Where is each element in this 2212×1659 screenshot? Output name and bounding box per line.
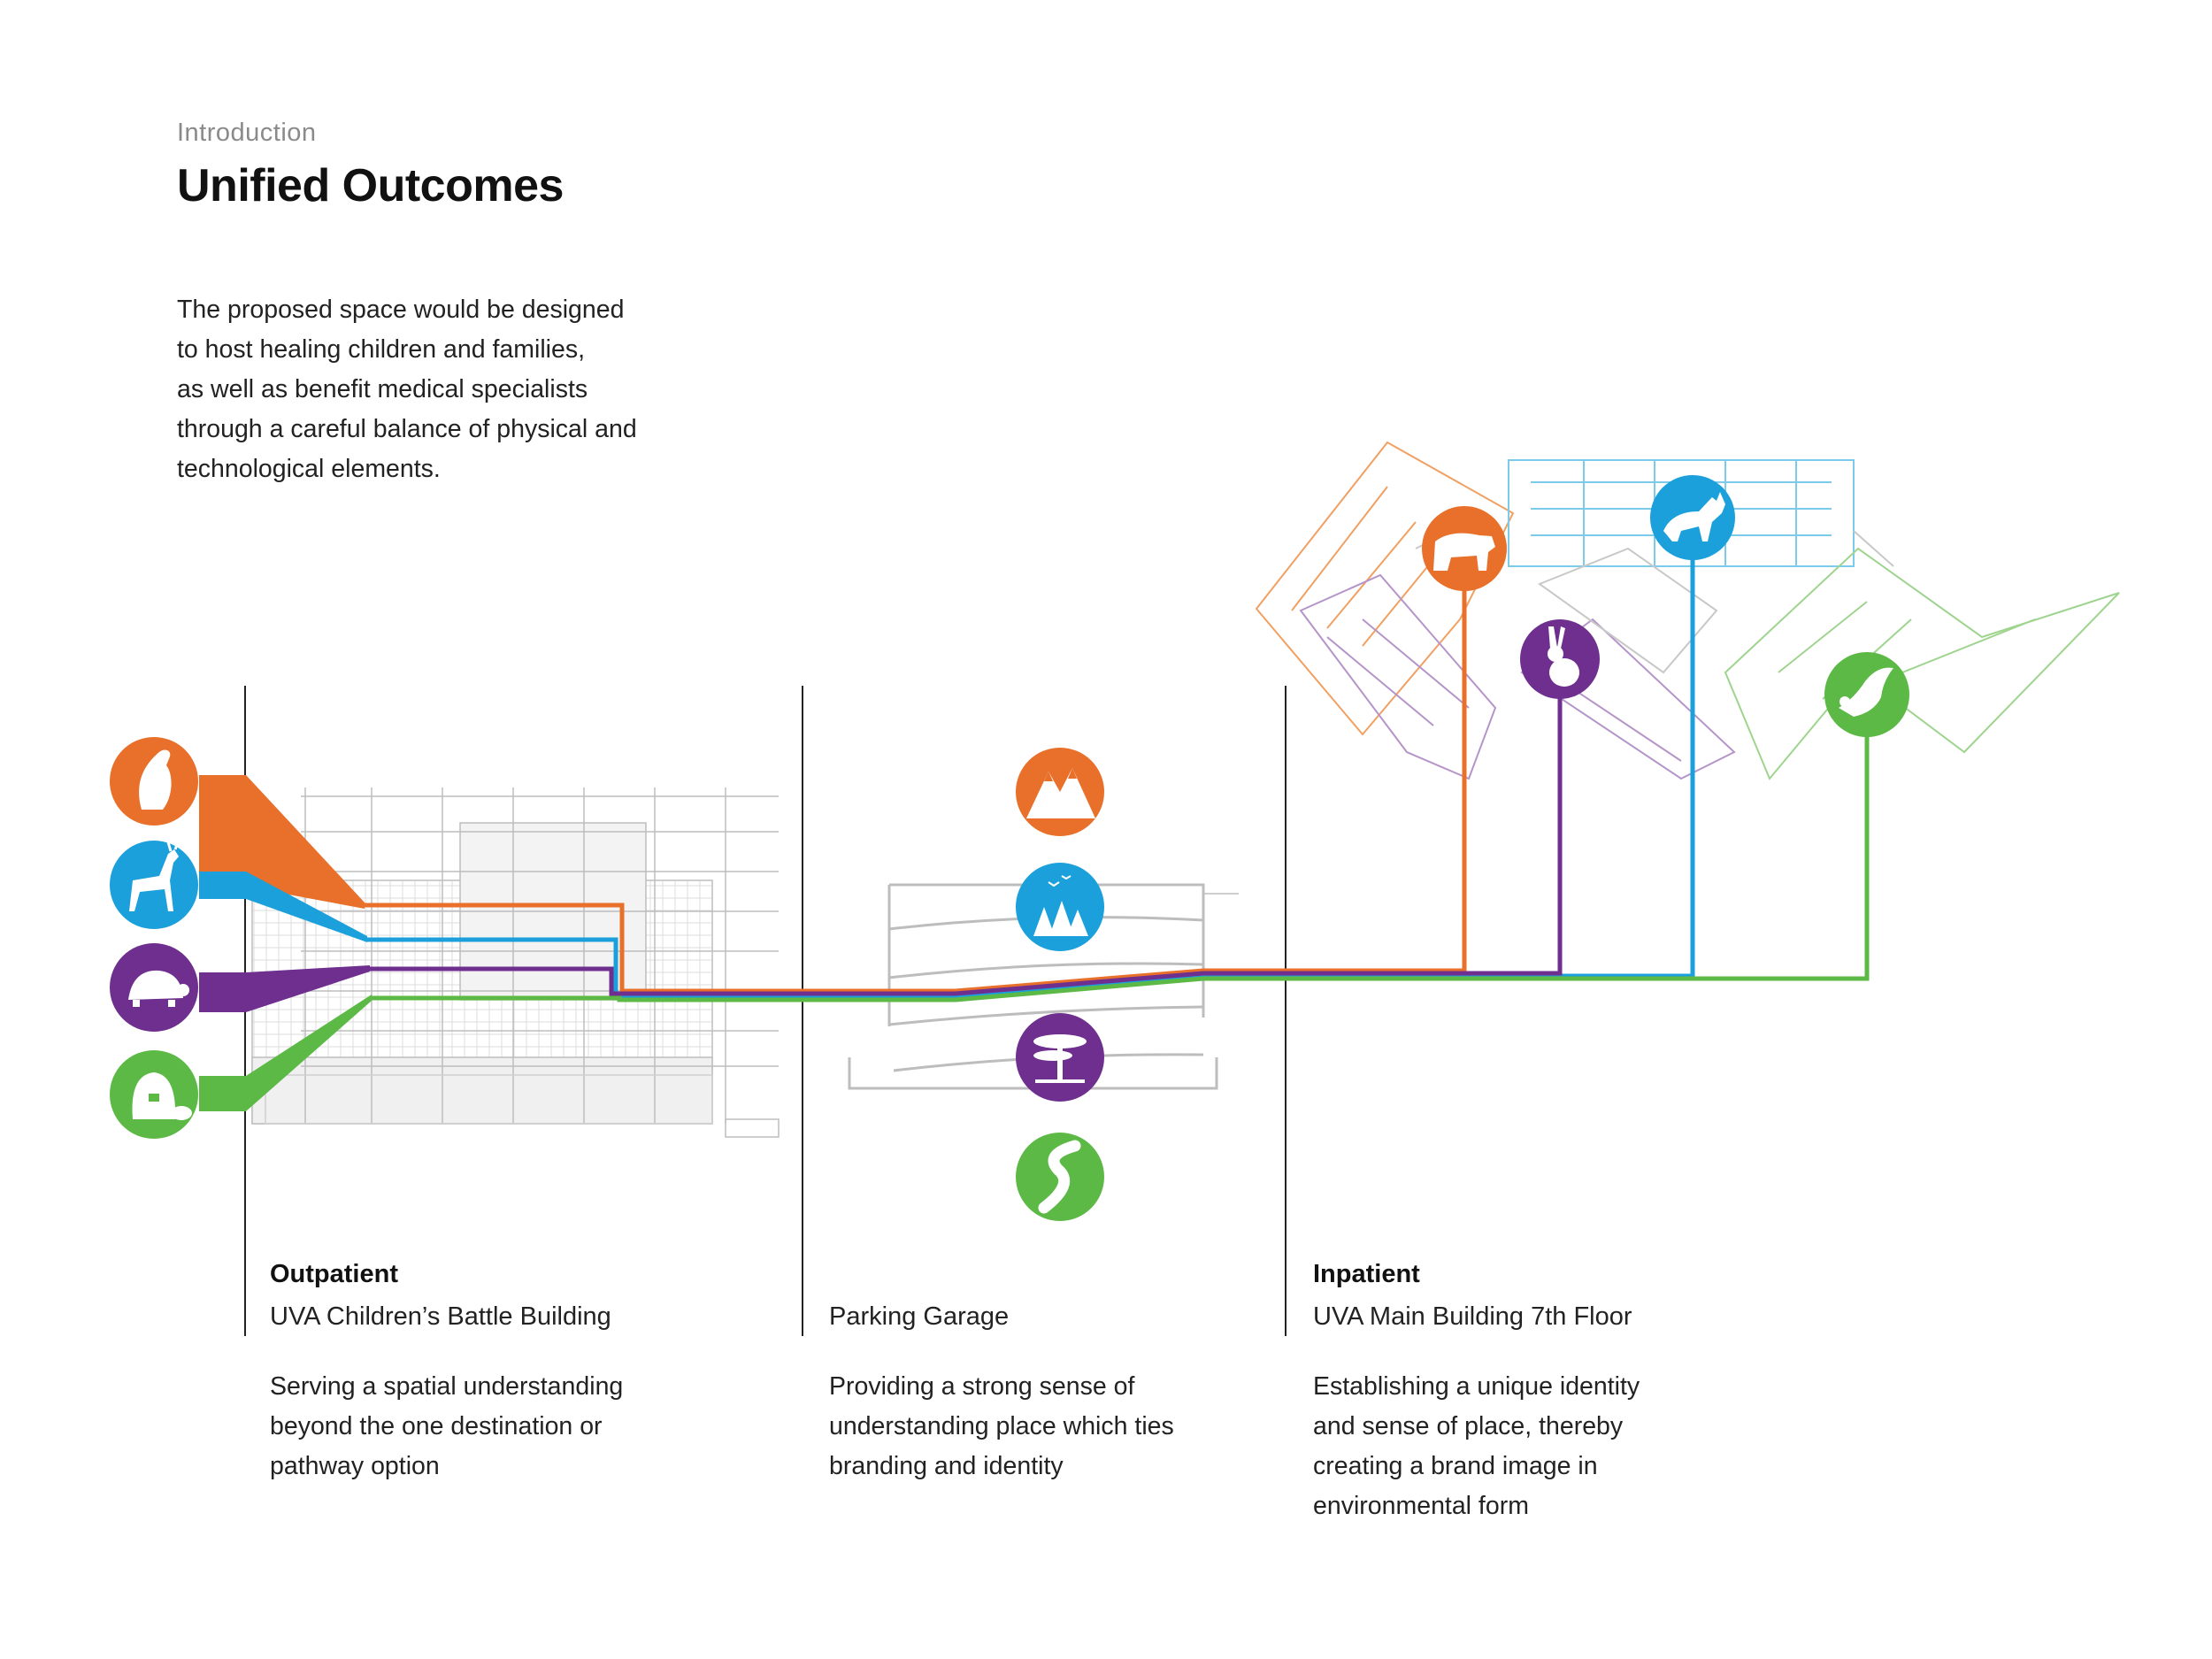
section-eyebrow: Introduction — [177, 119, 317, 147]
intro-line: technological elements. — [177, 455, 441, 483]
outpatient-ribbons — [199, 775, 372, 1111]
river-icon — [1016, 1133, 1104, 1221]
column-outpatient: Outpatient UVA Children’s Battle Buildin… — [270, 1260, 765, 1486]
column-body-line: environmental form — [1313, 1492, 1529, 1520]
intro-line: as well as benefit medical specialists — [177, 375, 588, 403]
intro-paragraph: The proposed space would be designed to … — [177, 290, 726, 489]
column-heading: Outpatient — [270, 1260, 398, 1288]
column-body: Establishing a unique identity and sense… — [1313, 1367, 1809, 1526]
fox-icon — [1650, 475, 1735, 560]
route-lines — [365, 520, 1870, 1002]
column-inpatient: Inpatient UVA Main Building 7th Floor Es… — [1313, 1260, 1809, 1526]
turtle-icon — [110, 943, 198, 1032]
column-body-line: Providing a strong sense of — [829, 1372, 1135, 1401]
column-body-line: branding and identity — [829, 1452, 1064, 1480]
column-subtitle: Parking Garage — [829, 1302, 1010, 1331]
column-body: Providing a strong sense of understandin… — [829, 1367, 1325, 1486]
deer-icon — [110, 834, 198, 929]
route-line-orange — [365, 591, 1467, 994]
battle-building-section-drawing — [251, 787, 780, 1138]
mountains-icon — [1016, 748, 1104, 836]
column-body-line: beyond the one destination or — [270, 1412, 603, 1440]
column-heading — [829, 1260, 1325, 1295]
column-body: Serving a spatial understanding beyond t… — [270, 1367, 765, 1486]
column-subtitle: UVA Main Building 7th Floor — [1313, 1302, 1632, 1331]
forest-birds-icon — [1016, 863, 1104, 951]
intro-line: The proposed space would be designed — [177, 296, 625, 324]
column-body-line: pathway option — [270, 1452, 440, 1480]
bear-icon — [1422, 506, 1507, 591]
intro-line: through a careful balance of physical an… — [177, 415, 637, 443]
intro-line: to host healing children and families, — [177, 335, 586, 364]
beaver-icon — [110, 1050, 198, 1139]
rabbit-icon — [1520, 619, 1600, 699]
outpatient-icons — [110, 737, 198, 1139]
vulture-icon — [110, 737, 198, 826]
inpatient-icons — [1422, 475, 1909, 737]
column-subtitle: UVA Children’s Battle Building — [270, 1302, 611, 1331]
route-line-purple — [370, 695, 1563, 996]
page-title: Unified Outcomes — [177, 160, 564, 211]
column-parking-garage: Parking Garage Providing a strong sense … — [829, 1260, 1325, 1486]
eagle-icon — [1824, 652, 1909, 737]
column-body-line: Establishing a unique identity — [1313, 1372, 1640, 1401]
column-body-line: Serving a spatial understanding — [270, 1372, 624, 1401]
savanna-tree-icon — [1016, 1013, 1104, 1102]
column-body-line: understanding place which ties — [829, 1412, 1174, 1440]
route-line-blue — [367, 520, 1695, 999]
column-heading: Inpatient — [1313, 1260, 1420, 1288]
garage-icons — [1016, 748, 1104, 1221]
route-line-green — [372, 736, 1870, 1002]
column-body-line: creating a brand image in — [1313, 1452, 1598, 1480]
column-body-line: and sense of place, thereby — [1313, 1412, 1624, 1440]
